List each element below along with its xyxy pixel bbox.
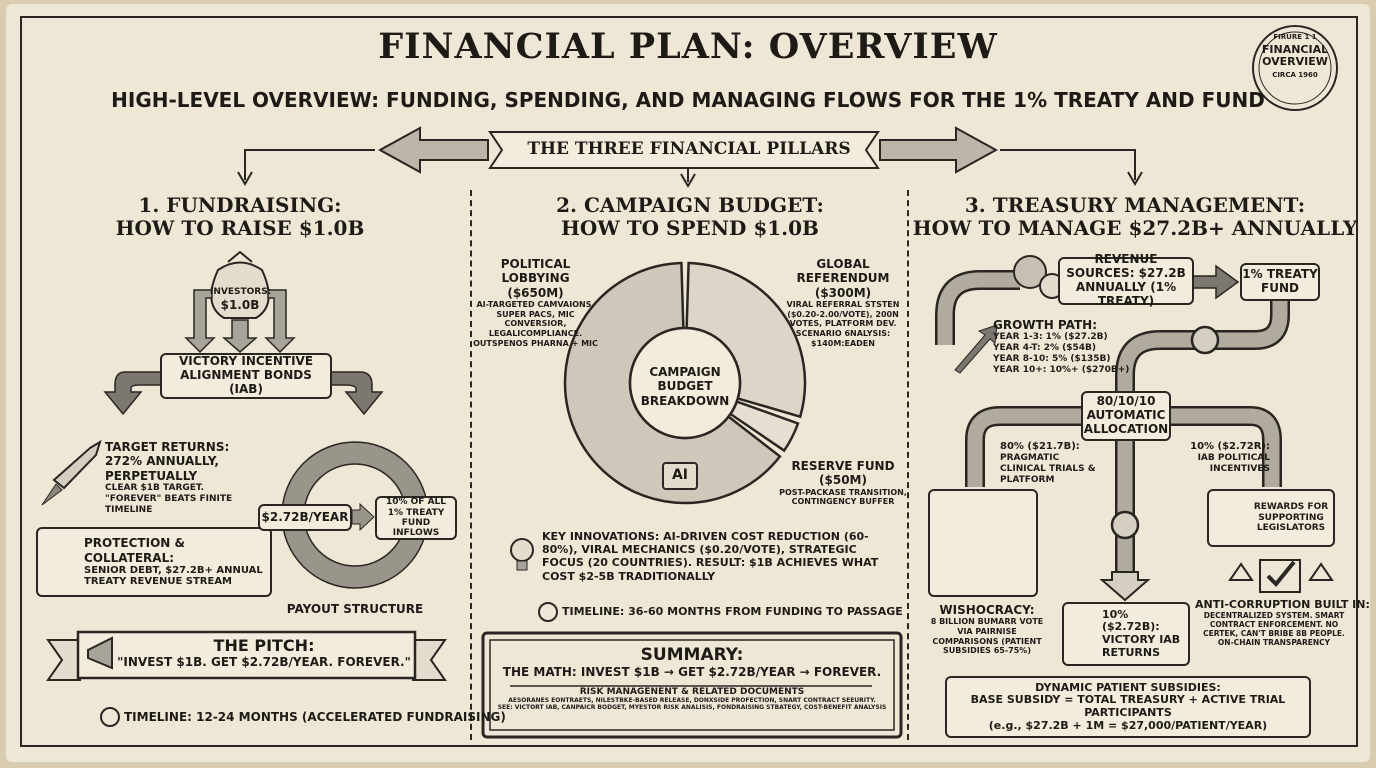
revenue-arrow [1191, 264, 1240, 300]
segment-reserve: RESERVE FUND($50M)POST-PACKASE TRANSITIO… [779, 459, 907, 507]
treasury-heading: 3. TREASURY MANAGEMENT:HOW TO MANAGE $27… [912, 193, 1358, 240]
patient-illustration [928, 489, 1038, 597]
globe-coin-icon [1013, 255, 1065, 299]
stopwatch-icon [538, 602, 558, 622]
allocation-box: 80/10/10 AUTOMATIC ALLOCATION [1081, 391, 1171, 441]
scales-checkmark-icon [1228, 559, 1334, 593]
key-innovations: KEY INNOVATIONS: AI-DRIVEN COST REDUCTIO… [542, 530, 879, 583]
campaign-timeline: TIMELINE: 36-60 MONTHS FROM FUNDING TO P… [562, 605, 903, 618]
valve-wheel-icon [1190, 325, 1220, 355]
rewards-box: REWARDS FOR SUPPORTING LEGISLATORS [1207, 489, 1335, 547]
stamp-text: FIRURE 1 1 FINANCIAL OVERVIEW CIRCA 1960 [1261, 33, 1329, 80]
segment-referendum: GLOBAL REFERENDUM($300M)VIRAL REFERRAL S… [786, 257, 900, 348]
fundraising-heading: 1. FUNDRAISING:HOW TO RAISE $1.0B [115, 193, 365, 240]
ai-chip-label: AI [671, 467, 689, 483]
investors-label: INVESTORS:$1.0B [210, 287, 272, 312]
page-title: FINANCIAL PLAN: OVERVIEW [378, 26, 998, 67]
target-returns: TARGET RETURNS:272% ANNUALLY,PERPETUALLY… [105, 440, 233, 515]
border-frame [20, 16, 1358, 747]
treasury-fund-box: 1% TREATY FUND [1240, 263, 1320, 301]
trials-allocation: 80% ($21.7B):PRAGMATIC CLINICAL TRIALS &… [1000, 441, 1096, 485]
budget-donut [563, 261, 807, 505]
anti-corruption: ANTI-CORRUPTION BUILT IN:DECENTRALIZED S… [1195, 598, 1370, 648]
payout-arrow [351, 502, 375, 532]
fundraising-timeline: TIMELINE: 12-24 MONTHS (ACCELERATED FUND… [124, 710, 506, 724]
protection-box: PROTECTION & COLLATERAL:SENIOR DEBT, $27… [36, 527, 272, 597]
money-bag-icon [210, 250, 270, 319]
payout-source: 10% OF ALL 1% TREATY FUND INFLOWS [375, 496, 457, 540]
payout-amount: $2.72B/YEAR [258, 504, 352, 531]
pillars-banner [377, 126, 999, 174]
political-allocation: 10% ($2.72R):IAB POLITICAL INCENTIVES [1190, 441, 1270, 474]
stopwatch-icon [100, 707, 120, 727]
valve-wheel-icon [1110, 510, 1140, 540]
megaphone-icon [87, 636, 113, 670]
summary-frame [481, 631, 903, 739]
donut-center-label: CAMPAIGN BUDGET BREAKDOWN [640, 365, 730, 408]
rocket-icon [41, 439, 102, 506]
iab-box: VICTORY INCENTIVE ALIGNMENT BONDS (IAB) [160, 353, 332, 399]
column-divider [907, 190, 909, 740]
growth-path: GROWTH PATH: YEAR 1-3: 1% ($27.2B)YEAR 4… [993, 318, 1130, 375]
dynamic-subsidies-box: DYNAMIC PATIENT SUBSIDIES:BASE SUBSIDY =… [945, 676, 1311, 738]
iab-returns-box: 10% ($2.72B): VICTORY IAB RETURNS [1062, 602, 1190, 666]
arrow-to-treasury [1000, 149, 1136, 180]
stamp [1252, 25, 1338, 111]
revenue-sources-box: REVENUE SOURCES: $27.2B ANNUALLY (1% TRE… [1058, 253, 1194, 308]
arrow-to-fundraising [244, 149, 375, 180]
wishocracy: WISHOCRACY:8 BILLION BUMARR VOTE VIA PAI… [930, 603, 1044, 656]
segment-lobbying: POLITICAL LOBBYING($650M)AI-TARGETED CAM… [473, 257, 598, 348]
growth-arrow [954, 324, 998, 374]
page-subtitle: HIGH-LEVEL OVERVIEW: FUNDING, SPENDING, … [111, 88, 1265, 112]
column-divider [470, 190, 472, 740]
ai-chip-icon [662, 462, 698, 490]
lightbulb-icon [510, 538, 534, 571]
campaign-heading: 2. CAMPAIGN BUDGET:HOW TO SPEND $1.0B [556, 193, 824, 240]
payout-label: PAYOUT STRUCTURE [286, 602, 424, 616]
pitch-ribbon [46, 630, 447, 681]
summary-box: SUMMARY: THE MATH: INVEST $1B → GET $2.7… [497, 645, 887, 711]
down-arrow [1099, 571, 1151, 602]
pillars-banner-label: THE THREE FINANCIAL PILLARS [527, 139, 851, 159]
pitch: THE PITCH:"INVEST $1B. GET $2.72B/YEAR. … [117, 636, 411, 669]
